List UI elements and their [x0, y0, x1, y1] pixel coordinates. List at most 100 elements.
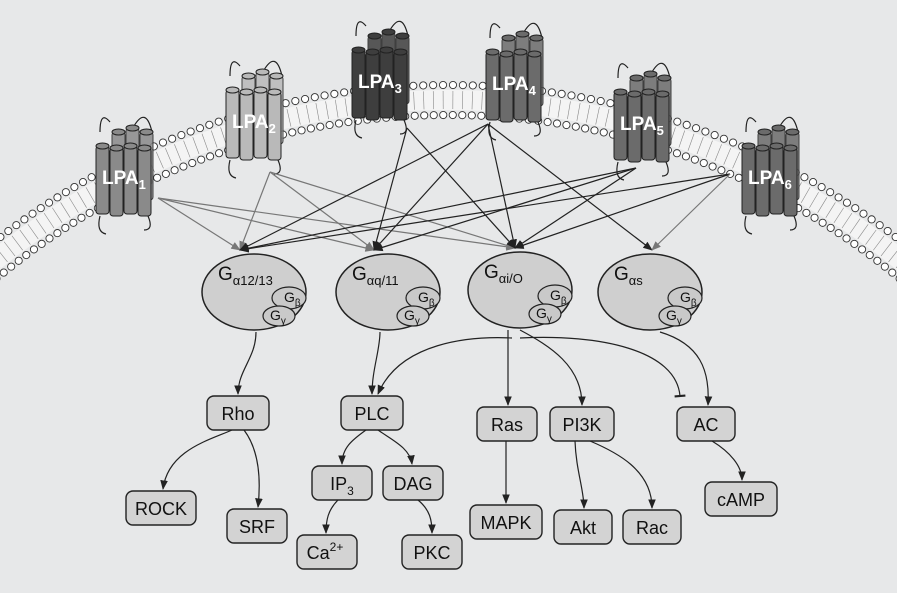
- receptor-lpa3: LPA3: [351, 20, 410, 139]
- akt-node: Akt: [553, 509, 613, 545]
- arrow-plc-to-ip3: [338, 429, 367, 465]
- svg-text:Ca2+: Ca2+: [307, 540, 344, 563]
- ip3-label: IP: [330, 474, 347, 494]
- arrow-lpa2-to-gi: [269, 171, 516, 250]
- akt-label: Akt: [570, 518, 596, 538]
- arrow-lpa3-to-gi: [406, 127, 516, 249]
- srf-node: SRF: [226, 508, 288, 544]
- arrow-lpa3-to-gq: [372, 127, 408, 251]
- svg-text:Gβ: Gβ: [550, 287, 567, 307]
- arrow-lpa5-to-g12: [239, 167, 637, 253]
- pkc-label: PKC: [413, 543, 450, 563]
- g-protein-label: Gαs: [614, 264, 643, 288]
- arrow-lpa6-to-gs: [651, 173, 731, 251]
- inhibition-gi-to-ac: [519, 336, 686, 398]
- svg-text:Gγ: Gγ: [666, 307, 682, 327]
- receptor-lpa4: LPA4: [485, 22, 544, 141]
- arrow-lpa4-to-gq: [373, 123, 489, 251]
- receptor-label-lpa3: LPA3: [358, 72, 402, 96]
- g-gamma-subunit: Gγ: [262, 305, 296, 327]
- receptor-label-lpa2: LPA2: [232, 112, 276, 136]
- rho-node: Rho: [206, 395, 270, 431]
- rock-label: ROCK: [135, 499, 187, 519]
- g-protein-label: Gαq/11: [352, 264, 399, 288]
- arrow-lpa6-to-g12: [239, 173, 731, 253]
- calcium-node: Ca2+: [296, 534, 358, 570]
- arrow-rho-to-srf: [243, 429, 263, 508]
- arrow-pi3k-to-rac: [589, 440, 656, 509]
- ip3-subscript: 3: [347, 484, 354, 498]
- arrow-lpa5-to-gi: [514, 167, 637, 249]
- ip3-node: IP3: [311, 465, 373, 501]
- arrow-lpa1-to-gq: [157, 197, 375, 252]
- rho-label: Rho: [221, 404, 254, 424]
- receptor-label-lpa5: LPA5: [620, 114, 664, 138]
- svg-text:Gβ: Gβ: [418, 289, 435, 309]
- arrow-ac-to-camp: [711, 440, 746, 481]
- camp-label: cAMP: [717, 490, 765, 510]
- arrow-lpa1-to-gi: [157, 197, 516, 251]
- plc-label: PLC: [354, 404, 389, 424]
- srf-label: SRF: [239, 517, 275, 537]
- receptor-lpa1: LPA1: [95, 116, 154, 235]
- receptor-g-protein-arrows: [157, 123, 731, 253]
- ras-node: Ras: [476, 406, 538, 442]
- pi3k-node: PI3K: [549, 406, 615, 442]
- g-gamma-subunit: Gγ: [528, 303, 562, 325]
- pkc-node: PKC: [401, 534, 463, 570]
- receptor-label-lpa1: LPA1: [102, 168, 146, 192]
- arrow-lpa4-to-gi: [487, 123, 517, 249]
- svg-text:Gβ: Gβ: [680, 289, 697, 309]
- svg-text:Gγ: Gγ: [536, 305, 552, 325]
- svg-text:Gβ: Gβ: [284, 289, 301, 309]
- calcium-label: Ca: [307, 543, 331, 563]
- g-gamma-subunit: Gγ: [658, 305, 692, 327]
- dag-node: DAG: [382, 465, 444, 501]
- calcium-charge: 2+: [330, 540, 344, 554]
- arrow-gi-to-plc: [377, 337, 513, 395]
- arrow-gq-to-plc: [368, 331, 381, 395]
- camp-node: cAMP: [704, 481, 778, 517]
- arrow-ip3-to-ca: [322, 499, 339, 534]
- effectors: Rho ROCK SRF PLC IP3 DAG Ca2+ PKC: [125, 395, 778, 570]
- ac-label: AC: [693, 415, 718, 435]
- arrow-lpa6-to-gi: [514, 173, 731, 249]
- receptor-lpa6: LPA6: [741, 116, 800, 235]
- mapk-node: MAPK: [469, 504, 543, 540]
- arrow-lpa4-to-g12: [239, 123, 489, 251]
- arrow-g12-to-rho: [234, 331, 257, 395]
- arrow-lpa2-to-gq: [269, 171, 375, 251]
- svg-text:IP3: IP3: [330, 474, 354, 498]
- plc-node: PLC: [340, 395, 404, 431]
- g-protein-label: Gαi/O: [484, 262, 523, 286]
- rac-node: Rac: [622, 509, 682, 545]
- arrow-dag-to-pkc: [417, 499, 436, 534]
- svg-text:Gγ: Gγ: [404, 307, 420, 327]
- downstream-arrows: [160, 329, 746, 534]
- arrow-rho-to-rock: [160, 429, 233, 490]
- arrow-plc-to-dag: [377, 429, 415, 465]
- receptor-label-lpa4: LPA4: [492, 74, 537, 98]
- rock-node: ROCK: [125, 490, 197, 526]
- g-protein-label: Gα12/13: [218, 264, 273, 288]
- svg-text:Gγ: Gγ: [270, 307, 286, 327]
- receptor-lpa2: LPA2: [225, 60, 284, 179]
- ac-node: AC: [676, 406, 736, 442]
- arrow-lpa1-to-g12: [157, 197, 241, 251]
- rac-label: Rac: [636, 518, 668, 538]
- arrow-lpa4-to-gs: [487, 123, 653, 251]
- arrow-lpa2-to-g12: [239, 171, 271, 251]
- ras-label: Ras: [491, 415, 523, 435]
- dag-label: DAG: [393, 474, 432, 494]
- receptor-lpa5: LPA5: [613, 62, 672, 181]
- g-gamma-subunit: Gγ: [396, 305, 430, 327]
- arrow-pi3k-to-akt: [574, 440, 588, 509]
- mapk-label: MAPK: [480, 513, 531, 533]
- arrow-gs-to-ac: [659, 331, 713, 406]
